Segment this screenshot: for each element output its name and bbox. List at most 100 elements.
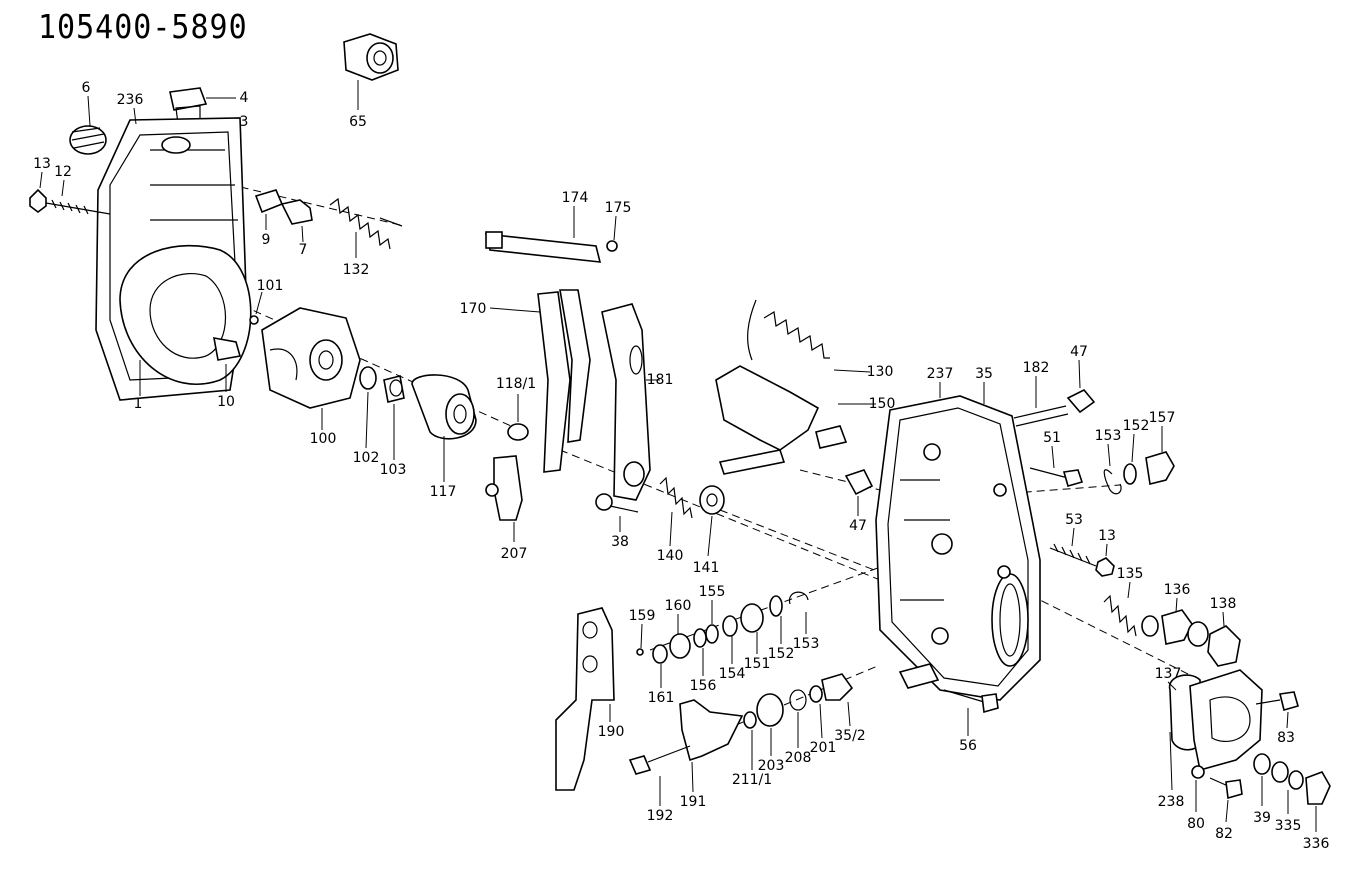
part-label-174: 174 [562,190,589,206]
part-label-137: 137 [1155,666,1182,682]
part-label-65: 65 [349,114,367,130]
spring-130 [747,299,871,373]
stud-53 [1049,527,1115,577]
part-label-13: 13 [33,156,51,172]
part-label-53: 53 [1065,512,1083,528]
part-label-12: 12 [54,164,72,180]
part-label-7: 7 [299,242,308,258]
part-label-152: 152 [1123,418,1150,434]
part-label-13: 13 [1098,528,1116,544]
sleeve-117 [411,374,477,482]
part-label-211-1: 211/1 [732,772,772,788]
part-label-51: 51 [1043,430,1061,446]
bracket-207 [485,455,523,542]
clip-153 [1103,443,1122,495]
part-label-159: 159 [629,608,656,624]
part-label-56: 56 [959,738,977,754]
ring-208 [789,689,807,748]
lever-170 [489,289,591,473]
ring-201 [809,685,823,739]
part-label-10: 10 [217,394,235,410]
part-label-82: 82 [1215,826,1233,842]
part-label-182: 182 [1023,360,1050,376]
part-label-201: 201 [810,740,837,756]
part-label-181: 181 [647,372,674,388]
part-label-155: 155 [699,584,726,600]
part-label-153: 153 [793,636,820,652]
nut-141 [699,485,725,557]
part-label-208: 208 [785,750,812,766]
part-label-150: 150 [869,396,896,412]
ring-152 [1123,433,1137,485]
lever-191 [679,699,744,793]
lever-150 [715,365,876,475]
part-label-138: 138 [1210,596,1237,612]
part-label-103: 103 [380,462,407,478]
part-label-140: 140 [657,548,684,564]
part-label-47: 47 [1070,344,1088,360]
part-label-9: 9 [262,232,271,248]
part-label-175: 175 [605,200,632,216]
part-label-80: 80 [1187,816,1205,832]
part-label-153: 153 [1095,428,1122,444]
part-label-102: 102 [353,450,380,466]
washer-118-1 [507,394,529,441]
lever-181 [601,303,660,501]
lever-174 [484,206,618,263]
screw-82 [1209,777,1243,823]
screw-47-upper [1066,359,1096,414]
part-label-47: 47 [849,518,867,534]
cap-nut-138 [1207,611,1241,667]
cover-238 [1169,669,1263,791]
part-label-207: 207 [501,546,528,562]
washer-102 [359,366,377,449]
part-label-161: 161 [648,690,675,706]
nut-65 [343,33,399,110]
part-label-1: 1 [134,396,143,412]
part-label-35-2: 35/2 [834,728,865,744]
washer-211-1 [743,711,757,770]
part-label-141: 141 [693,560,720,576]
bolt-192 [628,745,691,806]
nut-136 [1141,597,1209,647]
part-label-237: 237 [927,366,954,382]
screw-10 [213,291,263,392]
part-label-39: 39 [1253,810,1271,826]
bolt-38 [595,493,639,532]
part-label-38: 38 [611,534,629,550]
assembly-axes [189,174,1201,741]
part-label-3: 3 [240,114,249,130]
part-label-157: 157 [1149,410,1176,426]
part-label-118-1: 118/1 [496,376,536,392]
part-label-191: 191 [680,794,707,810]
bracket-9 [254,189,313,243]
part-label-154: 154 [719,666,746,682]
part-label-83: 83 [1277,730,1295,746]
bolt-56 [898,663,999,736]
stud-12 [29,171,111,215]
part-label-160: 160 [665,598,692,614]
part-label-132: 132 [343,262,370,278]
cap-203 [756,693,784,756]
part-label-203: 203 [758,758,785,774]
spring-140 [659,476,693,547]
part-label-151: 151 [744,656,771,672]
part-label-190: 190 [598,724,625,740]
spring-132 [329,197,403,258]
bushing-103 [383,375,405,460]
screw-83 [1255,691,1299,729]
washer-stack-159 [636,591,809,688]
adjust-screw-135 [1103,581,1137,637]
plug-157 [1145,426,1175,485]
part-label-236: 236 [117,92,144,108]
part-label-335: 335 [1275,818,1302,834]
part-label-6: 6 [82,80,91,96]
flyweight-100 [261,307,361,430]
part-label-4: 4 [240,90,249,106]
part-label-117: 117 [430,484,457,500]
cover-237 [875,382,1041,701]
part-label-35: 35 [975,366,993,382]
part-label-101: 101 [257,278,284,294]
plug-6 [69,95,107,155]
